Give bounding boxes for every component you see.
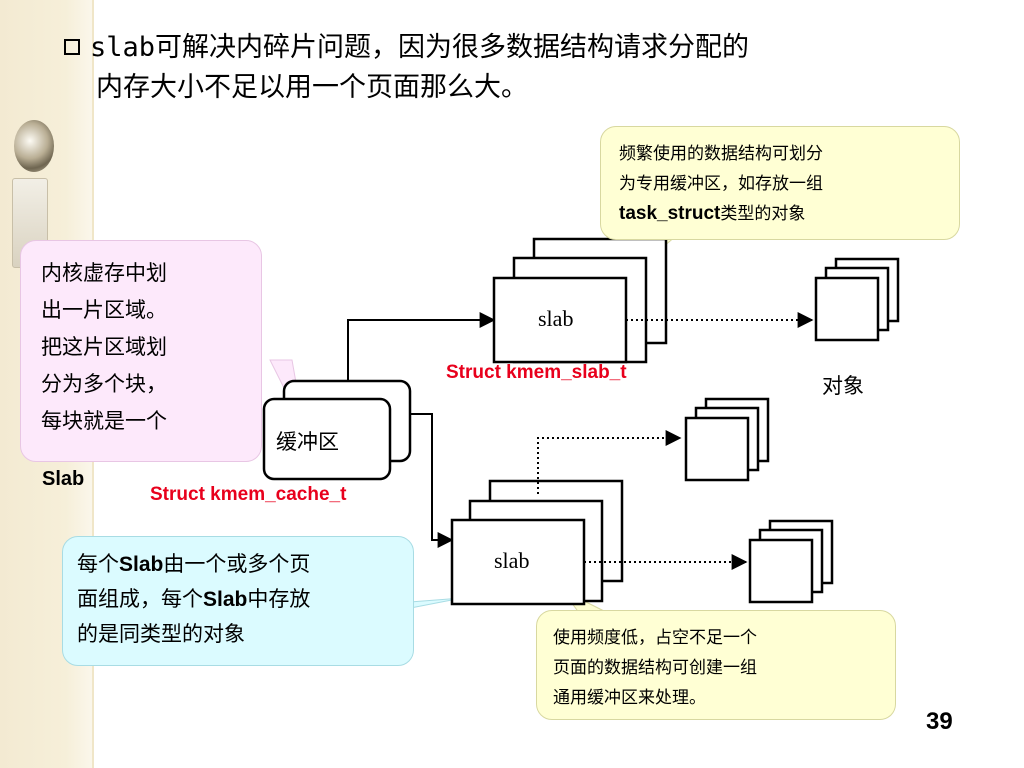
note-text: 面组成，每个 [77,587,203,611]
square-bullet-icon [64,39,80,55]
title-line-1: slab可解决内碎片问题，因为很多数据结构请求分配的 [90,32,750,63]
note-line: 频繁使用的数据结构可划分 [619,144,823,164]
note-line: 每个Slab由一个或多个页 [77,547,405,582]
object-stack-bottom [748,519,834,604]
note-line: 的是同类型的对象 [77,622,245,646]
note-line: 出一片区域。 [41,298,167,322]
note-line: 把这片区域划 [41,335,167,359]
arrow-buffer-to-top-slab [347,312,496,381]
object-stack-middle [684,397,770,482]
slab-term: Slab [119,553,164,576]
note-text: 由一个或多个页 [163,552,311,576]
top-slab-label: slab [538,306,574,331]
note-line: 每块就是一个 [41,409,167,433]
bottom-slab-label: slab [494,548,530,573]
door-knob-image [14,120,54,172]
note-dedicated-cache: 频繁使用的数据结构可划分 为专用缓冲区，如存放一组 task_struct类型的… [600,126,960,240]
note-text: 类型的对象 [720,204,806,224]
objects-label: 对象 [822,374,864,398]
note-virtual-memory: 内核虚存中划 出一片区域。 把这片区域划 分为多个块， 每块就是一个 [20,240,262,462]
note-line: 为专用缓冲区，如存放一组 [619,174,823,194]
note-text: 每个 [77,552,119,576]
object-stack-top [814,257,900,342]
note-line: 内核虚存中划 [41,261,167,285]
task-struct-term: task_struct [619,203,721,224]
note-line: 分为多个块， [41,372,167,396]
buffer-label: 缓冲区 [276,430,339,454]
note-line: 使用频度低，占空不足一个 [553,628,757,648]
note-line: task_struct类型的对象 [619,199,949,229]
buffer-box-stack [262,379,412,481]
page-number: 39 [926,708,953,735]
slide-title: slab可解决内碎片问题，因为很多数据结构请求分配的 内存大小不足以用一个页面那… [64,28,944,108]
note-line: 页面的数据结构可创建一组 [553,658,757,678]
arrow-buffer-to-bottom-slab [410,413,454,548]
struct-cache-label: Struct kmem_cache_t [150,484,347,505]
top-slab-stack [492,237,668,364]
note-slab-pages: 每个Slab由一个或多个页 面组成，每个Slab中存放 的是同类型的对象 [62,536,414,666]
note-line: 面组成，每个Slab中存放 [77,582,405,617]
dotted-arrow-middle-objects [537,430,682,494]
bottom-slab-stack [450,479,624,606]
title-line-2: 内存大小不足以用一个页面那么大。 [96,72,528,103]
note-line: 通用缓冲区来处理。 [553,688,706,708]
slab-term: Slab [203,588,248,611]
note-general-cache: 使用频度低，占空不足一个 页面的数据结构可创建一组 通用缓冲区来处理。 [536,610,896,720]
struct-slab-label: Struct kmem_slab_t [446,362,627,383]
note-slab-word: Slab [42,468,85,490]
note-text: 中存放 [247,587,311,611]
